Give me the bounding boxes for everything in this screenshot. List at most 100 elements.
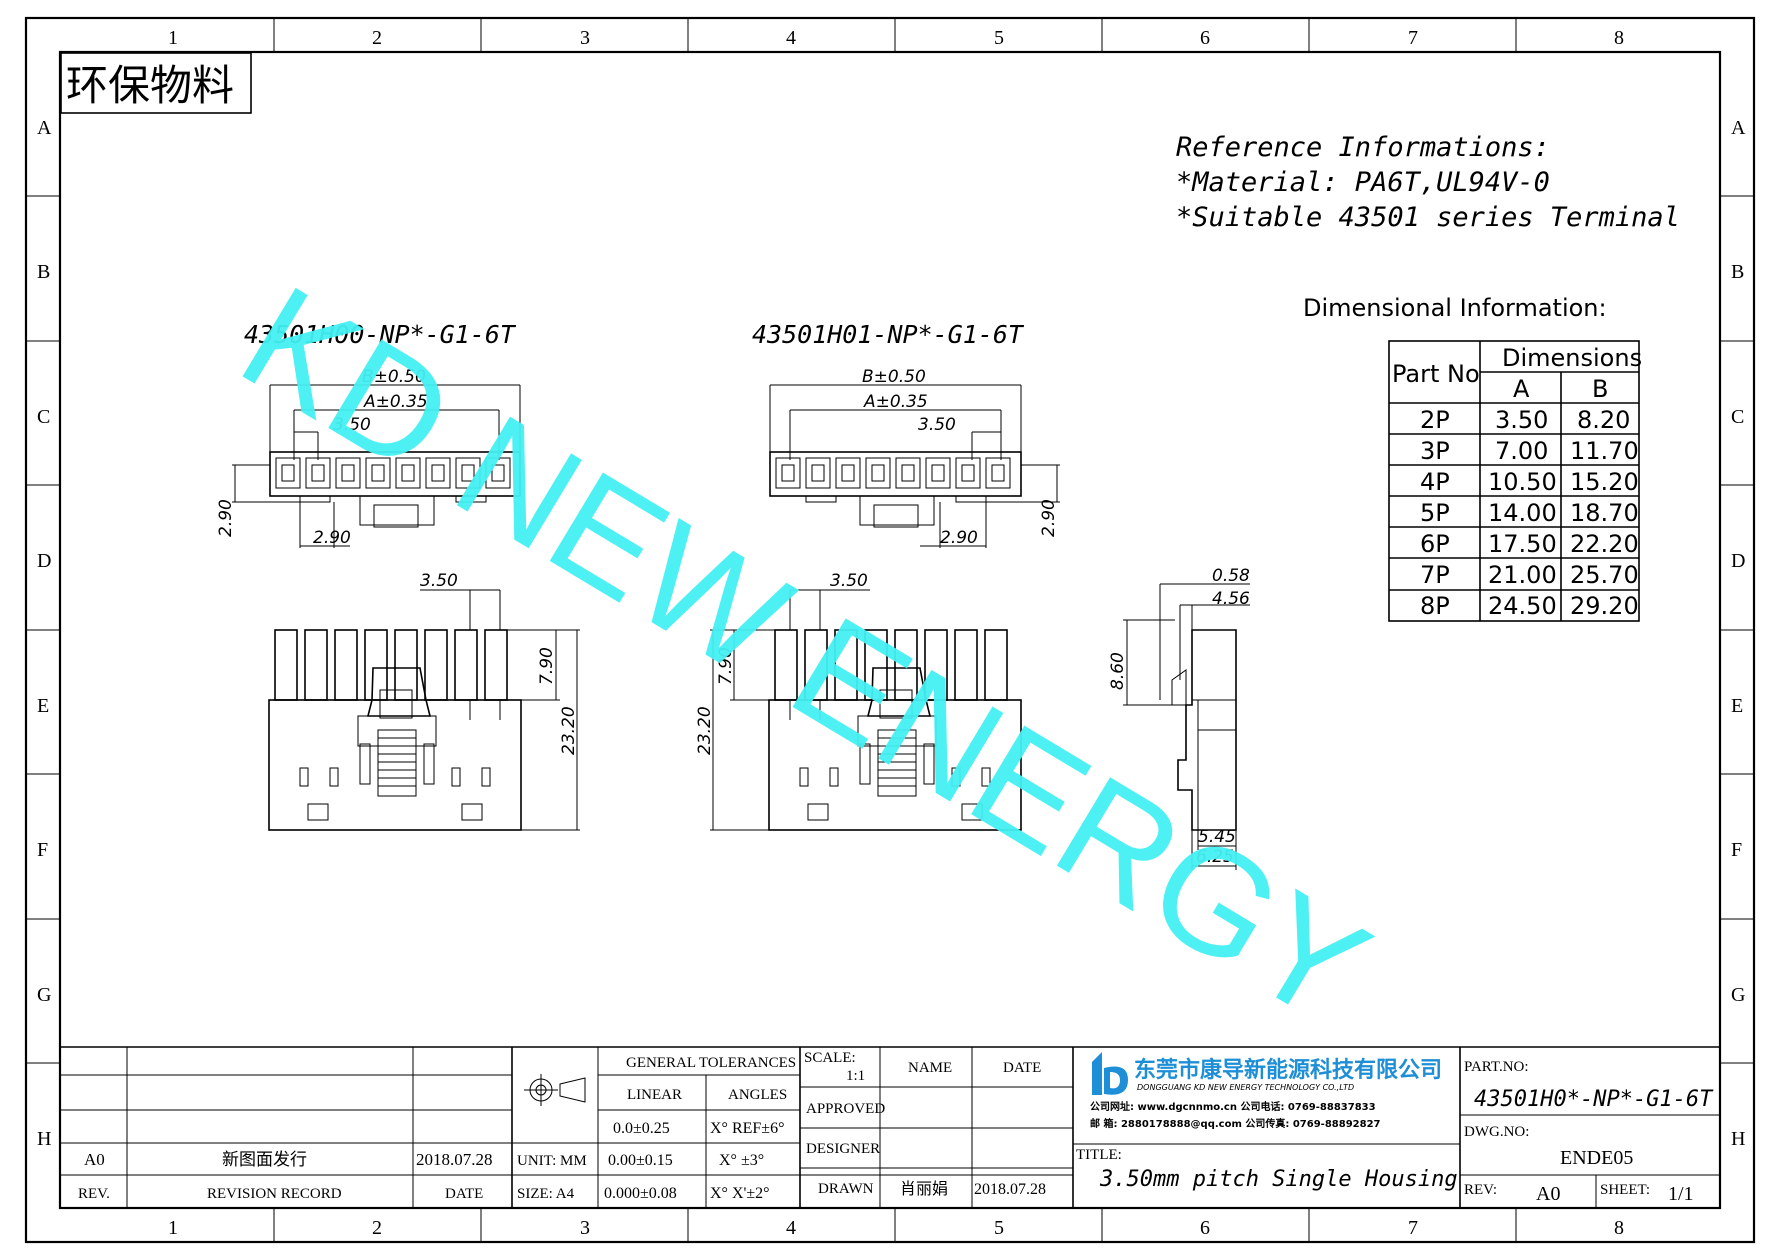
dim-2320-h01: 23.20 xyxy=(695,706,715,755)
row-label-right-G: G xyxy=(1731,984,1745,1006)
table-row-b: 25.70 xyxy=(1570,561,1639,589)
row-label-right-C: C xyxy=(1731,406,1744,428)
dwg-no-value: ENDE05 xyxy=(1560,1147,1633,1169)
row-label-left-G: G xyxy=(37,984,51,1006)
col-label-top-8: 8 xyxy=(1614,27,1624,49)
col-label-top-1: 1 xyxy=(168,27,178,49)
dimensional-table: Dimensional Information: Part No Dimensi… xyxy=(1303,294,1642,622)
drawn-name: 肖丽娟 xyxy=(900,1179,948,1198)
view-h01-top: 43501H01-NP*-G1-6T B±0.50 A±0.35 3.50 xyxy=(752,320,1060,548)
unit-label: UNIT: MM xyxy=(517,1153,587,1169)
dim-b-h01: B±0.50 xyxy=(862,367,926,387)
dim-790-h00: 7.90 xyxy=(537,647,557,685)
col-label-top-4: 4 xyxy=(786,27,796,49)
row-label-left-F: F xyxy=(37,839,48,861)
dim-790-h01: 7.90 xyxy=(716,647,736,685)
col-label-top-6: 6 xyxy=(1200,27,1210,49)
angles-header: ANGLES xyxy=(728,1087,787,1103)
reference-line-3: *Suitable 43501 series Terminal xyxy=(1176,202,1680,233)
view-title-h00: 43501H00-NP*-G1-6T xyxy=(244,320,517,349)
table-row-part: 8P xyxy=(1420,592,1450,620)
col-label-bottom-3: 3 xyxy=(580,1217,590,1239)
table-row-a: 10.50 xyxy=(1488,468,1557,496)
view-h00-front: 3.50 7 xyxy=(268,571,580,831)
title-label: TITLE: xyxy=(1076,1147,1122,1163)
rev-header: REV. xyxy=(78,1186,110,1202)
table-row-part: 2P xyxy=(1420,406,1450,434)
dwg-no-label: DWG.NO: xyxy=(1464,1124,1529,1140)
linear-tol-3: 0.000±0.08 xyxy=(604,1185,677,1202)
table-row-a: 7.00 xyxy=(1495,437,1548,465)
table-row-part: 4P xyxy=(1420,468,1450,496)
table-header-b: B xyxy=(1592,375,1608,403)
designer-label: DESIGNER xyxy=(806,1141,880,1157)
reference-line-1: Reference Informations: xyxy=(1176,132,1550,163)
col-label-bottom-4: 4 xyxy=(786,1217,796,1239)
dim-545: 5.45 xyxy=(1198,827,1236,847)
sheet-value: 1/1 xyxy=(1668,1183,1694,1205)
part-no-value: 43501H0*-NP*-G1-6T xyxy=(1474,1087,1714,1112)
row-label-left-B: B xyxy=(37,261,50,283)
row-label-left-E: E xyxy=(37,695,49,717)
eco-material-label: 环保物料 xyxy=(60,52,252,114)
dim-a-h01: A±0.35 xyxy=(863,392,928,412)
approved-label: APPROVED xyxy=(806,1101,885,1117)
dim-2320-h00: 23.20 xyxy=(559,706,579,755)
table-row-b: 11.70 xyxy=(1570,437,1639,465)
rev-label: REV: xyxy=(1464,1182,1497,1198)
angle-tol-3: X° X'±2° xyxy=(710,1185,770,1202)
eco-label-text: 环保物料 xyxy=(66,61,234,110)
revision-record-header: REVISION RECORD xyxy=(207,1186,342,1202)
company-logo xyxy=(1092,1052,1128,1095)
col-label-top-3: 3 xyxy=(580,27,590,49)
row-label-left-H: H xyxy=(37,1128,51,1150)
row-label-left-A: A xyxy=(37,117,52,139)
table-header-dimensions: Dimensions xyxy=(1502,344,1642,372)
dim-860: 8.60 xyxy=(1108,652,1128,690)
table-row-part: 6P xyxy=(1420,530,1450,558)
table-row-a: 14.00 xyxy=(1488,499,1557,527)
company-contact-1: 公司网址: www.dgcnnmo.cn 公司电话: 0769-88837833 xyxy=(1090,1100,1376,1113)
dim-456: 4.56 xyxy=(1212,589,1250,609)
row-label-left-C: C xyxy=(37,406,50,428)
col-label-top-5: 5 xyxy=(994,27,1004,49)
title-block: A0 新图面发行 2018.07.28 REV. REVISION RECORD… xyxy=(60,1046,1720,1208)
view-side: 0.58 4.56 8.60 5.45 6.25 xyxy=(1108,566,1250,870)
table-row-part: 7P xyxy=(1420,561,1450,589)
general-tolerances-header: GENERAL TOLERANCES xyxy=(626,1055,796,1071)
dim-290-h00-horizontal: 2.90 xyxy=(313,528,351,548)
table-row-b: 29.20 xyxy=(1570,592,1639,620)
dim-625: 6.25 xyxy=(1196,847,1234,867)
reference-info: Reference Informations: *Material: PA6T,… xyxy=(1176,132,1680,233)
rev-value: A0 xyxy=(1536,1183,1560,1205)
linear-header: LINEAR xyxy=(627,1087,682,1103)
dim-058: 0.58 xyxy=(1212,566,1250,586)
col-label-top-7: 7 xyxy=(1408,27,1418,49)
drawn-label: DRAWN xyxy=(818,1181,874,1197)
drawn-date: 2018.07.28 xyxy=(974,1181,1046,1198)
col-label-bottom-1: 1 xyxy=(168,1217,178,1239)
col-label-top-2: 2 xyxy=(372,27,382,49)
rev-row-rev: A0 xyxy=(84,1150,105,1169)
table-header-a: A xyxy=(1513,375,1530,403)
row-label-right-D: D xyxy=(1731,550,1745,572)
row-label-right-E: E xyxy=(1731,695,1743,717)
size-label: SIZE: A4 xyxy=(517,1186,575,1202)
company-name-en: DONGGUANG KD NEW ENERGY TECHNOLOGY CO.,L… xyxy=(1137,1083,1354,1092)
col-label-bottom-6: 6 xyxy=(1200,1217,1210,1239)
row-label-right-F: F xyxy=(1731,839,1742,861)
angle-tol-1: X° REF±6° xyxy=(710,1120,784,1137)
table-row-a: 17.50 xyxy=(1488,530,1557,558)
table-row-b: 22.20 xyxy=(1570,530,1639,558)
row-grid: A B C D E F G H A B C D E F G H xyxy=(26,117,1754,1150)
dim-pitch-front-h01: 3.50 xyxy=(830,571,868,591)
view-h00-top: 43501H00-NP*-G1-6T B±0.50 A±0.35 3.50 xyxy=(216,320,521,548)
dim-pitch-front-h00: 3.50 xyxy=(420,571,458,591)
table-row-a: 21.00 xyxy=(1488,561,1557,589)
watermark-text: KD NEW ENERGY xyxy=(216,253,1396,1054)
table-row-part: 5P xyxy=(1420,499,1450,527)
company-contact-2: 邮 箱: 2880178888@qq.com 公司传真: 0769-888928… xyxy=(1090,1117,1381,1130)
table-row-b: 8.20 xyxy=(1577,406,1630,434)
date-header-approval: DATE xyxy=(1003,1060,1041,1076)
